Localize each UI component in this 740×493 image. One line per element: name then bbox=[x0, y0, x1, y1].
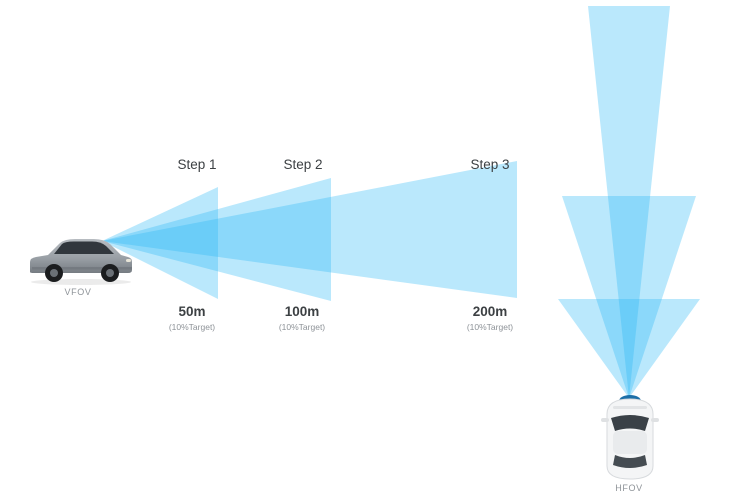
car-roof bbox=[613, 431, 647, 454]
vfov-beam-step1 bbox=[102, 187, 218, 299]
hfov-label: HFOV bbox=[615, 483, 643, 493]
car-windshield bbox=[611, 415, 649, 431]
step3-distance: 200m bbox=[472, 304, 508, 319]
step2-distance: 100m bbox=[284, 304, 320, 319]
hfov-beam-step3 bbox=[588, 6, 670, 398]
step3-distance-group: 200m (10%Target) bbox=[440, 304, 540, 332]
car-headlight bbox=[126, 259, 131, 262]
step1-label: Step 1 bbox=[177, 157, 217, 172]
car-hood-line bbox=[613, 406, 647, 409]
vfov-beam-step2 bbox=[102, 178, 331, 301]
vfov-beam-group bbox=[102, 161, 517, 301]
car-front-hub bbox=[106, 269, 114, 277]
step1-distance-group: 50m (10%Target) bbox=[142, 304, 242, 332]
step2-target-note: (10%Target) bbox=[278, 322, 326, 332]
car-windows bbox=[54, 241, 114, 254]
hfov-beam-step1 bbox=[558, 299, 700, 398]
step1-target-note: (10%Target) bbox=[168, 322, 216, 332]
car-rear-hub bbox=[50, 269, 58, 277]
car-mirror-right bbox=[651, 418, 659, 422]
car-rear-window bbox=[613, 455, 647, 468]
vfov-car-side-view bbox=[30, 239, 132, 285]
car-mirror-left bbox=[601, 418, 609, 422]
step1-distance: 50m bbox=[178, 304, 206, 319]
hfov-beam-step2 bbox=[562, 196, 696, 398]
car-shadow bbox=[31, 279, 131, 285]
step2-distance-group: 100m (10%Target) bbox=[252, 304, 352, 332]
hfov-beam-group bbox=[558, 6, 700, 398]
car-trim bbox=[32, 267, 132, 270]
step2-label: Step 2 bbox=[283, 157, 323, 172]
vfov-beam-step3 bbox=[102, 161, 517, 298]
hfov-car-top-view bbox=[601, 395, 659, 480]
step3-target-note: (10%Target) bbox=[466, 322, 514, 332]
step3-label: Step 3 bbox=[470, 157, 510, 172]
vfov-label: VFOV bbox=[64, 287, 92, 297]
